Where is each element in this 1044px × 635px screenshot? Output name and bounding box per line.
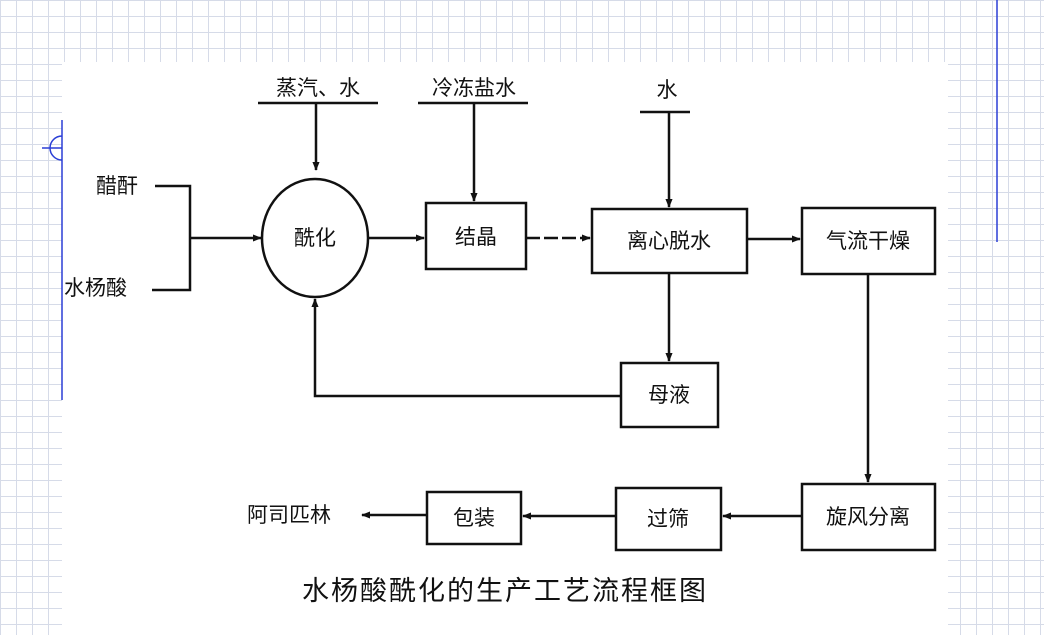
product-label: 阿司匹林 bbox=[247, 503, 331, 527]
water-label: 水 bbox=[657, 78, 678, 102]
steam-water-label: 蒸汽、水 bbox=[276, 76, 360, 100]
packaging-label: 包装 bbox=[453, 506, 495, 530]
sieving-box bbox=[614, 486, 723, 552]
feed-merge-bracket bbox=[152, 184, 192, 292]
mother-liquor-recycle-arrow bbox=[311, 298, 621, 398]
mother-liquor-box bbox=[619, 361, 720, 429]
air-drying-label: 气流干燥 bbox=[826, 229, 910, 253]
air-drying-box bbox=[800, 206, 937, 276]
salicylic-acid-label: 水杨酸 bbox=[64, 276, 127, 300]
packaging-box bbox=[425, 490, 523, 546]
acetic-anhydride-label: 醋酐 bbox=[96, 174, 138, 198]
centrifuge-box bbox=[590, 207, 749, 275]
diagram-caption: 水杨酸酰化的生产工艺流程框图 bbox=[302, 576, 708, 607]
centrifuge-label: 离心脱水 bbox=[627, 229, 711, 253]
sieving-label: 过筛 bbox=[647, 507, 689, 531]
mother-liquor-label: 母液 bbox=[648, 383, 690, 407]
cyclone-label: 旋风分离 bbox=[826, 505, 910, 529]
acylation-label: 酰化 bbox=[294, 226, 336, 250]
brine-label: 冷冻盐水 bbox=[432, 76, 516, 100]
crystallization-box bbox=[424, 201, 528, 271]
left-margin-hook bbox=[49, 135, 63, 161]
crystallization-label: 结晶 bbox=[455, 225, 497, 249]
